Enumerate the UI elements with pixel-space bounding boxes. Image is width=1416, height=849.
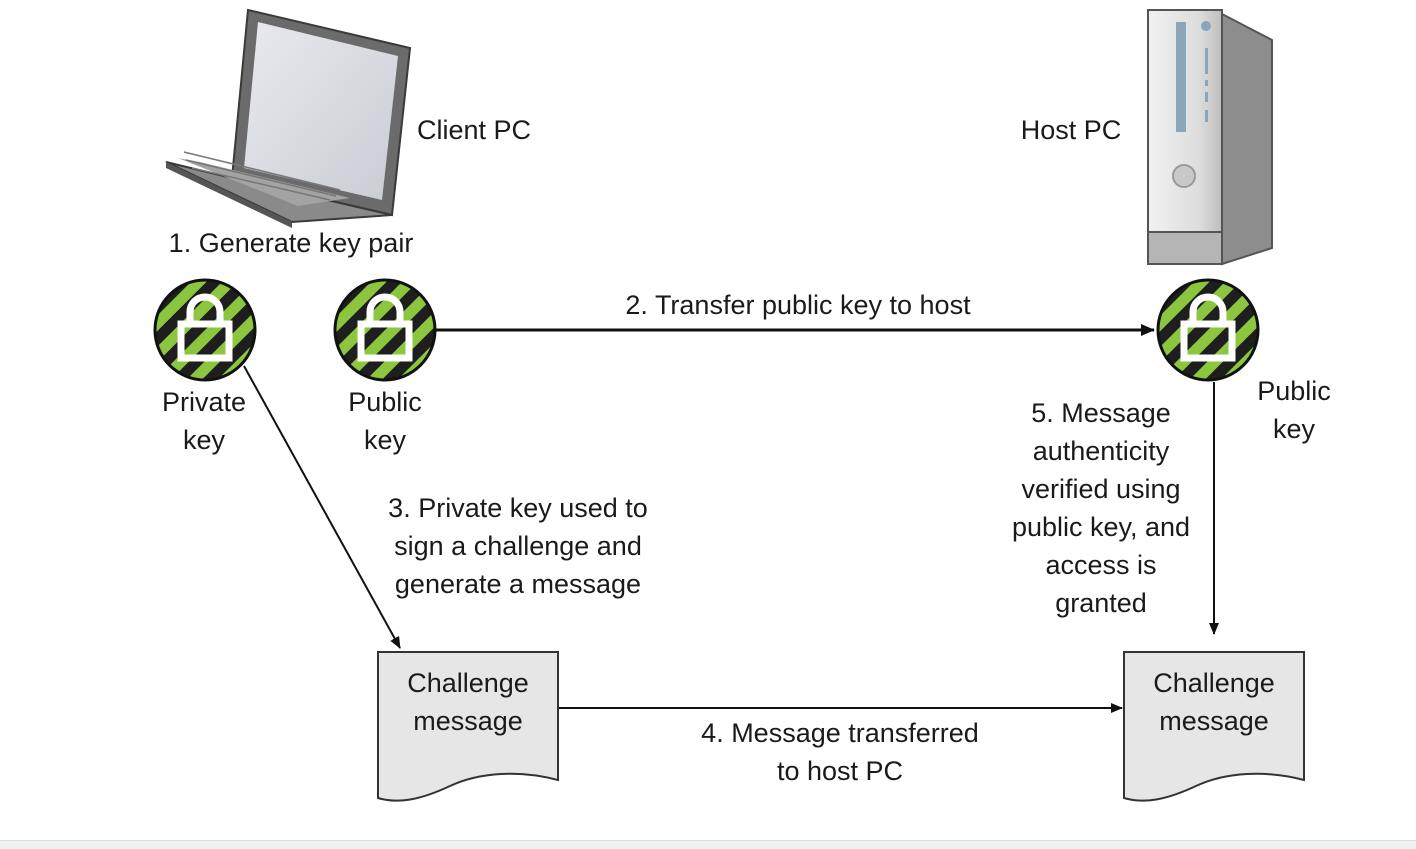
- private-key-padlock-icon: [155, 280, 255, 380]
- tower-pc-icon: [1147, 9, 1273, 266]
- public-key-client-padlock-icon: [335, 280, 435, 380]
- step2-label: 2. Transfer public key to host: [625, 290, 971, 320]
- step3-label: 3. Private key used to sign a challenge …: [388, 493, 648, 599]
- challenge-message-client-label: Challenge message: [407, 668, 529, 736]
- client-pc-label: Client PC: [416, 115, 532, 145]
- public-key-host-padlock-icon: [1158, 280, 1258, 380]
- step4-label: 4. Message transferred to host PC: [701, 718, 979, 786]
- host-pc-label: Host PC: [1020, 115, 1122, 145]
- challenge-message-host-label: Challenge message: [1153, 668, 1275, 736]
- laptop-icon: [165, 8, 412, 228]
- private-key-label: Private key: [161, 387, 247, 455]
- public-key-client-label: Public key: [348, 387, 422, 455]
- challenge-message-host-doc: [1123, 651, 1305, 802]
- step5-label: 5. Message authenticity verified using p…: [1011, 398, 1191, 618]
- footer-bar: [0, 840, 1416, 849]
- public-key-host-label: Public key: [1257, 376, 1331, 444]
- challenge-message-client-doc: [377, 651, 559, 802]
- step1-label: 1. Generate key pair: [168, 228, 414, 258]
- sign-challenge-arrow: [243, 365, 401, 649]
